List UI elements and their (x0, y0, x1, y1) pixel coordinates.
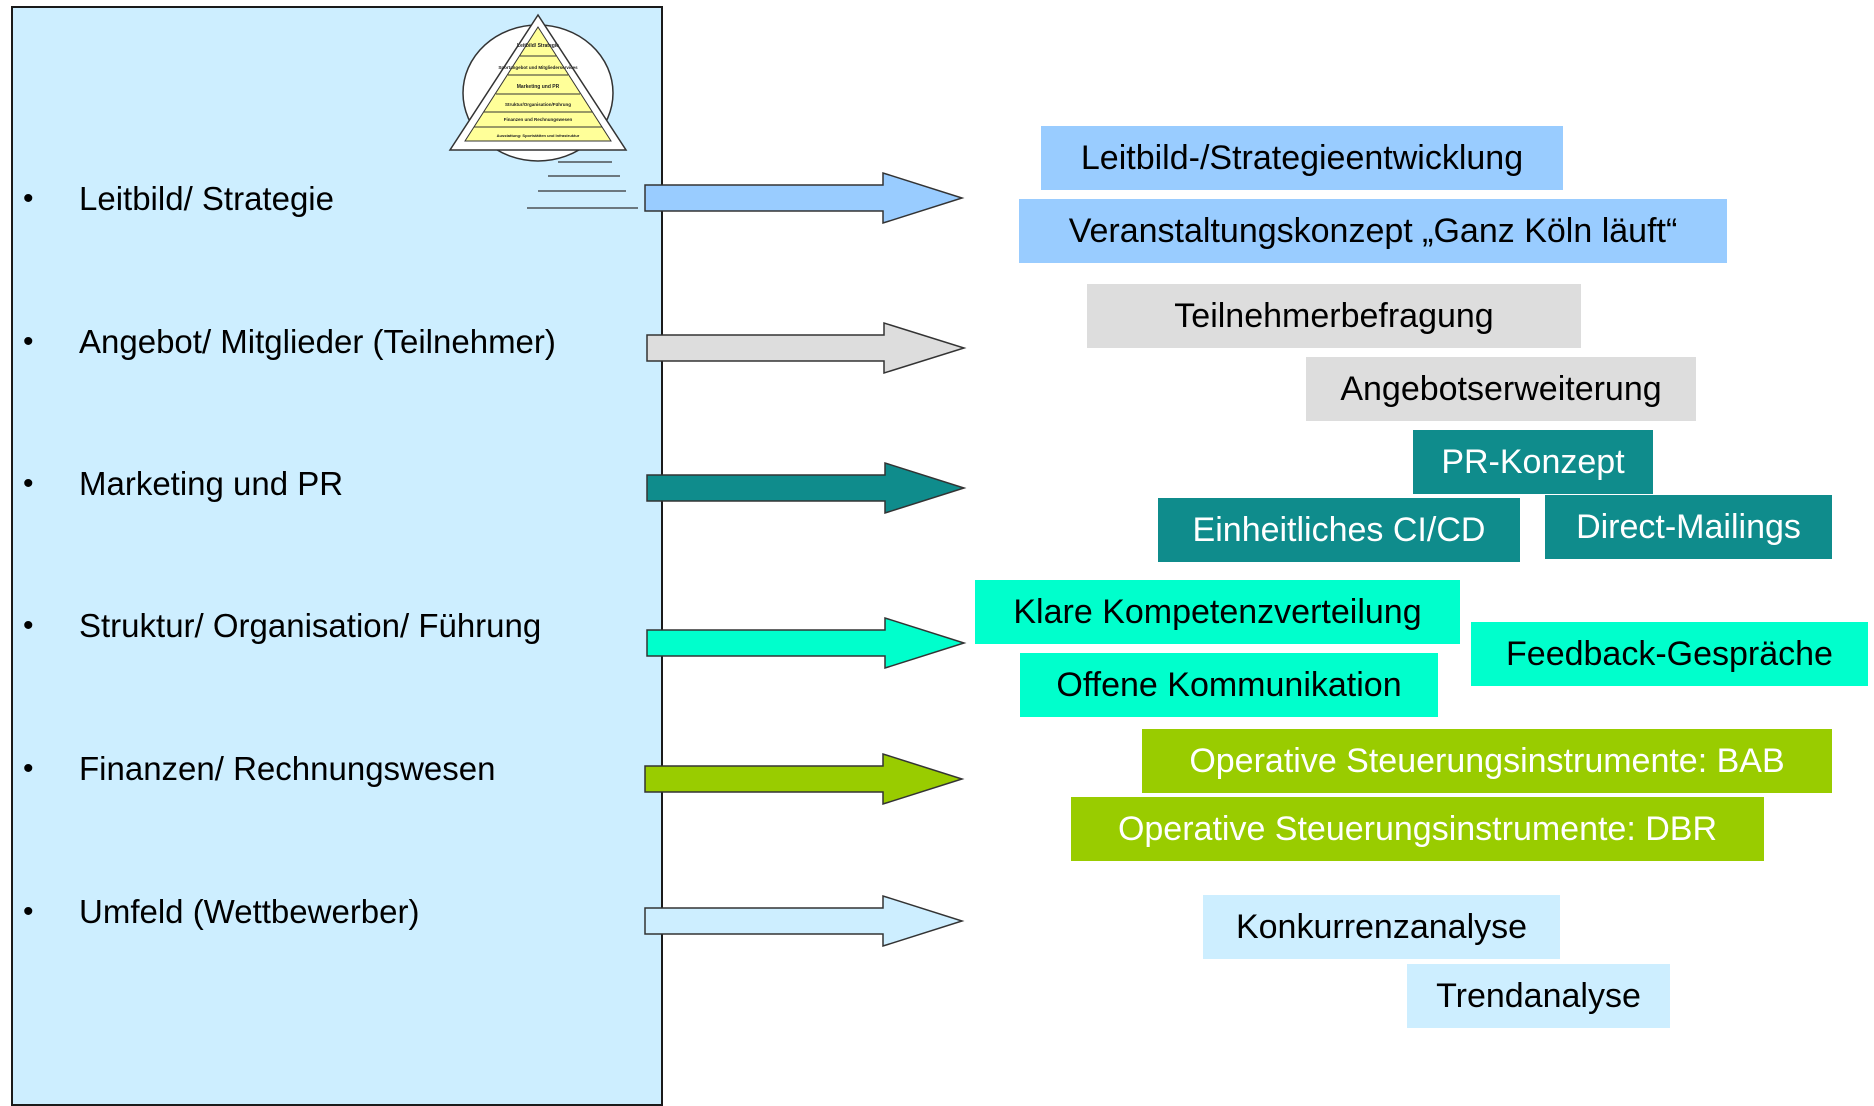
box-pr-konzept: PR-Konzept (1413, 430, 1653, 494)
pyramid-icon: Leitbild/ Strategie Sportangebot und Mit… (448, 13, 638, 209)
arrow-marketing (646, 461, 967, 515)
arrow-leitbild (644, 171, 965, 225)
arrow-angebot (646, 321, 967, 375)
bullet-label: Finanzen/ Rechnungswesen (79, 750, 496, 787)
pyramid-level-4: Struktur/Organisation/Führung (505, 102, 571, 107)
pyramid-level-6: Ausstattung: Sportstätten und Infrastruk… (497, 133, 580, 138)
bullet-label: Angebot/ Mitglieder (Teilnehmer) (79, 323, 556, 360)
box-leitbild-strategieentwicklung: Leitbild-/Strategieentwicklung (1041, 126, 1563, 190)
bullet-dot: • (23, 895, 34, 928)
pyramid-level-3: Marketing und PR (517, 84, 560, 90)
bullet-marketing: • Marketing und PR (23, 465, 343, 503)
box-konkurrenzanalyse: Konkurrenzanalyse (1203, 895, 1560, 959)
arrow-umfeld (644, 894, 965, 948)
bullet-leitbild: • Leitbild/ Strategie (23, 180, 334, 218)
pyramid-level-1: Leitbild/ Strategie (517, 43, 559, 49)
bullet-dot: • (23, 752, 34, 785)
box-einheitliches-ci-cd: Einheitliches CI/CD (1158, 498, 1520, 562)
bullet-struktur: • Struktur/ Organisation/ Führung (23, 607, 541, 645)
bullet-angebot: • Angebot/ Mitglieder (Teilnehmer) (23, 323, 556, 361)
arrow-finanzen (644, 752, 965, 806)
bullet-label: Umfeld (Wettbewerber) (79, 893, 420, 930)
bullet-dot: • (23, 325, 34, 358)
bullet-finanzen: • Finanzen/ Rechnungswesen (23, 750, 495, 788)
box-offene-kommunikation: Offene Kommunikation (1020, 653, 1438, 717)
categories-panel (11, 6, 663, 1106)
bullet-dot: • (23, 467, 34, 500)
box-klare-kompetenzverteilung: Klare Kompetenzverteilung (975, 580, 1460, 644)
box-direct-mailings: Direct-Mailings (1545, 495, 1832, 559)
box-feedback-gespraeche: Feedback-Gespräche (1471, 622, 1868, 686)
bullet-label: Leitbild/ Strategie (79, 180, 334, 217)
box-angebotserweiterung: Angebotserweiterung (1306, 357, 1696, 421)
arrow-struktur (646, 616, 967, 670)
bullet-dot: • (23, 609, 34, 642)
pyramid-level-2: Sportangebot und Mitgliederservices (498, 65, 578, 70)
box-trendanalyse: Trendanalyse (1407, 964, 1670, 1028)
box-teilnehmerbefragung: Teilnehmerbefragung (1087, 284, 1581, 348)
box-steuerung-dbr: Operative Steuerungsinstrumente: DBR (1071, 797, 1764, 861)
bullet-dot: • (23, 182, 34, 215)
box-veranstaltungskonzept: Veranstaltungskonzept „Ganz Köln läuft“ (1019, 199, 1727, 263)
bullet-label: Struktur/ Organisation/ Führung (79, 607, 542, 644)
pyramid-level-5: Finanzen und Rechnungswesen (504, 117, 573, 122)
bullet-label: Marketing und PR (79, 465, 344, 502)
bullet-umfeld: • Umfeld (Wettbewerber) (23, 893, 420, 931)
box-steuerung-bab: Operative Steuerungsinstrumente: BAB (1142, 729, 1832, 793)
